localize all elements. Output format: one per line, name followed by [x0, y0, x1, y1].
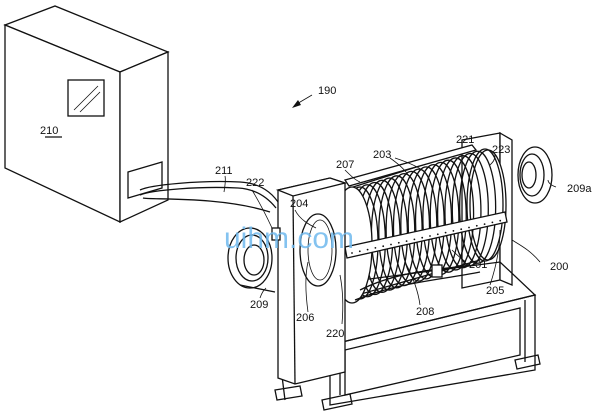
frame: [271, 131, 541, 411]
watermark: uihm.com: [224, 222, 354, 255]
rail-hole: [390, 243, 392, 246]
label-203: 203: [373, 149, 391, 161]
outlet-panel: [127, 161, 163, 199]
rail-hole: [405, 240, 408, 243]
coil-turn: [429, 159, 467, 273]
rail-hole: [452, 230, 455, 232]
rail-hole: [382, 245, 385, 248]
label-207: 207: [336, 159, 354, 171]
label-206: 206: [296, 312, 314, 324]
rail-hole: [366, 248, 369, 251]
coil-209a: [517, 146, 553, 204]
label-210: 210: [40, 125, 58, 137]
label-205: 205: [486, 285, 504, 297]
label-201: 201: [469, 259, 487, 271]
rail-hole: [475, 224, 478, 227]
rail-hole: [429, 235, 431, 237]
label-190: 190: [318, 85, 336, 97]
cable: [139, 180, 281, 213]
leader-lines: [223, 94, 557, 325]
window: [67, 79, 105, 117]
rail-hole: [491, 221, 494, 224]
coil-209: [227, 227, 276, 293]
label-200: 200: [550, 261, 568, 273]
label-204: 204: [290, 198, 308, 210]
rail-hole: [413, 238, 416, 241]
label-211: 211: [215, 165, 233, 177]
rail-hole: [444, 231, 447, 234]
rail-hole: [351, 252, 353, 254]
coil-turn: [444, 155, 482, 269]
label-209: 209: [250, 299, 268, 311]
label-220: 220: [326, 328, 344, 340]
label-209a: 209a: [567, 183, 592, 195]
rail-hole: [468, 226, 470, 229]
rail-hole: [483, 223, 486, 226]
rail-hole: [499, 219, 502, 222]
label-223: 223: [492, 144, 510, 156]
rail-hole: [358, 250, 361, 253]
label-208: 208: [416, 306, 434, 318]
coil-turn: [407, 166, 445, 280]
rail-hole: [421, 236, 424, 239]
label-222: 222: [246, 177, 264, 189]
coil-turn: [451, 152, 489, 267]
rail-hole: [436, 233, 439, 236]
label-221: 221: [456, 134, 474, 146]
power-supply-box: [3, 5, 170, 224]
rail-hole: [397, 241, 400, 244]
coil-turn: [400, 168, 438, 282]
coil-turn: [466, 148, 504, 262]
rail-hole: [374, 247, 377, 249]
coil-turn: [458, 150, 497, 264]
coil-turn: [436, 157, 475, 271]
rail-hole: [460, 228, 463, 231]
